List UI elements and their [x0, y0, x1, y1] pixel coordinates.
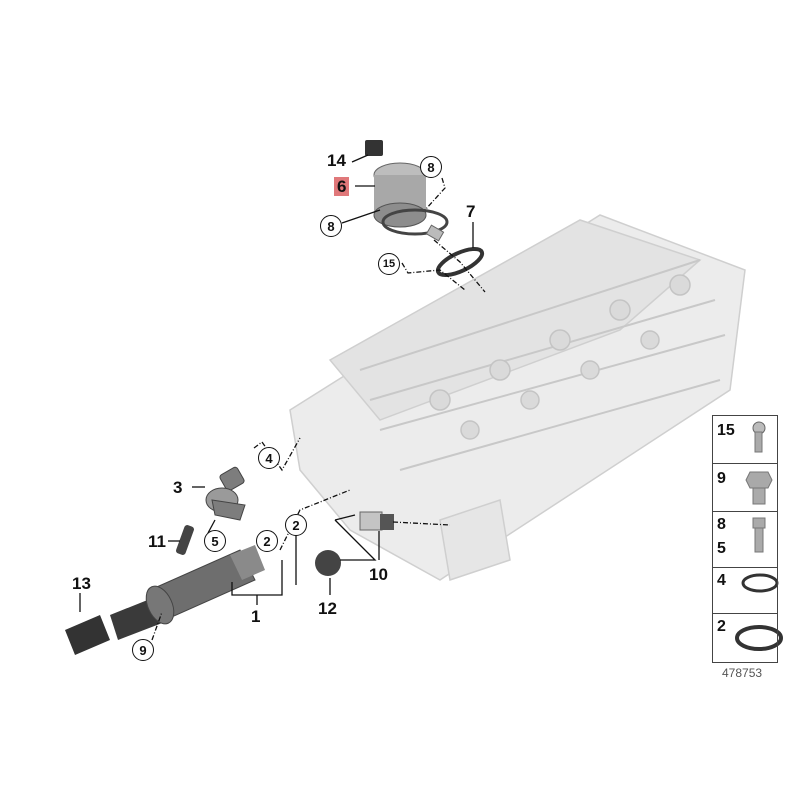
- leader-lines: [79, 154, 486, 641]
- callout-6-highlighted[interactable]: 6: [334, 177, 350, 196]
- callout-2-left: 2: [256, 530, 278, 552]
- callout-15: 15: [378, 253, 400, 275]
- cylinder-head: [289, 214, 746, 581]
- legend-cell-2: 2: [717, 618, 726, 635]
- callout-4: 4: [258, 447, 280, 469]
- callout-8-left: 8: [320, 215, 342, 237]
- temp-sensor-10: [359, 511, 394, 531]
- callout-2-right: 2: [285, 514, 307, 536]
- connector-13: [65, 615, 110, 655]
- hardware-legend: 15 9 8 5 4 2: [712, 415, 778, 663]
- callout-5: 5: [204, 530, 226, 552]
- camshaft-sensor-3: [205, 466, 246, 521]
- legend-cell-15: 15: [713, 416, 777, 464]
- callout-3: 3: [173, 478, 183, 497]
- vanos-solenoid-6: [365, 140, 449, 242]
- callout-9: 9: [132, 639, 154, 661]
- legend-cell-4: 4: [713, 568, 777, 614]
- gasket-7: [435, 246, 485, 278]
- callout-11: 11: [148, 532, 166, 551]
- callout-12: 12: [318, 599, 337, 618]
- legend-glyphs: [735, 421, 783, 651]
- bolt-11: [176, 525, 194, 555]
- callout-7: 7: [466, 202, 476, 221]
- legend-cell-8-5: 8 5: [713, 512, 777, 568]
- callout-10: 10: [369, 565, 388, 584]
- callout-8-top: 8: [420, 156, 442, 178]
- sensor-12: [315, 550, 341, 576]
- diagram-reference-number: 478753: [722, 666, 763, 680]
- legend-cell-9: 9: [713, 464, 777, 512]
- callout-1: 1: [251, 607, 261, 626]
- solenoid-valve-1: [110, 545, 265, 640]
- callout-13: 13: [72, 574, 91, 593]
- callout-14: 14: [327, 151, 346, 170]
